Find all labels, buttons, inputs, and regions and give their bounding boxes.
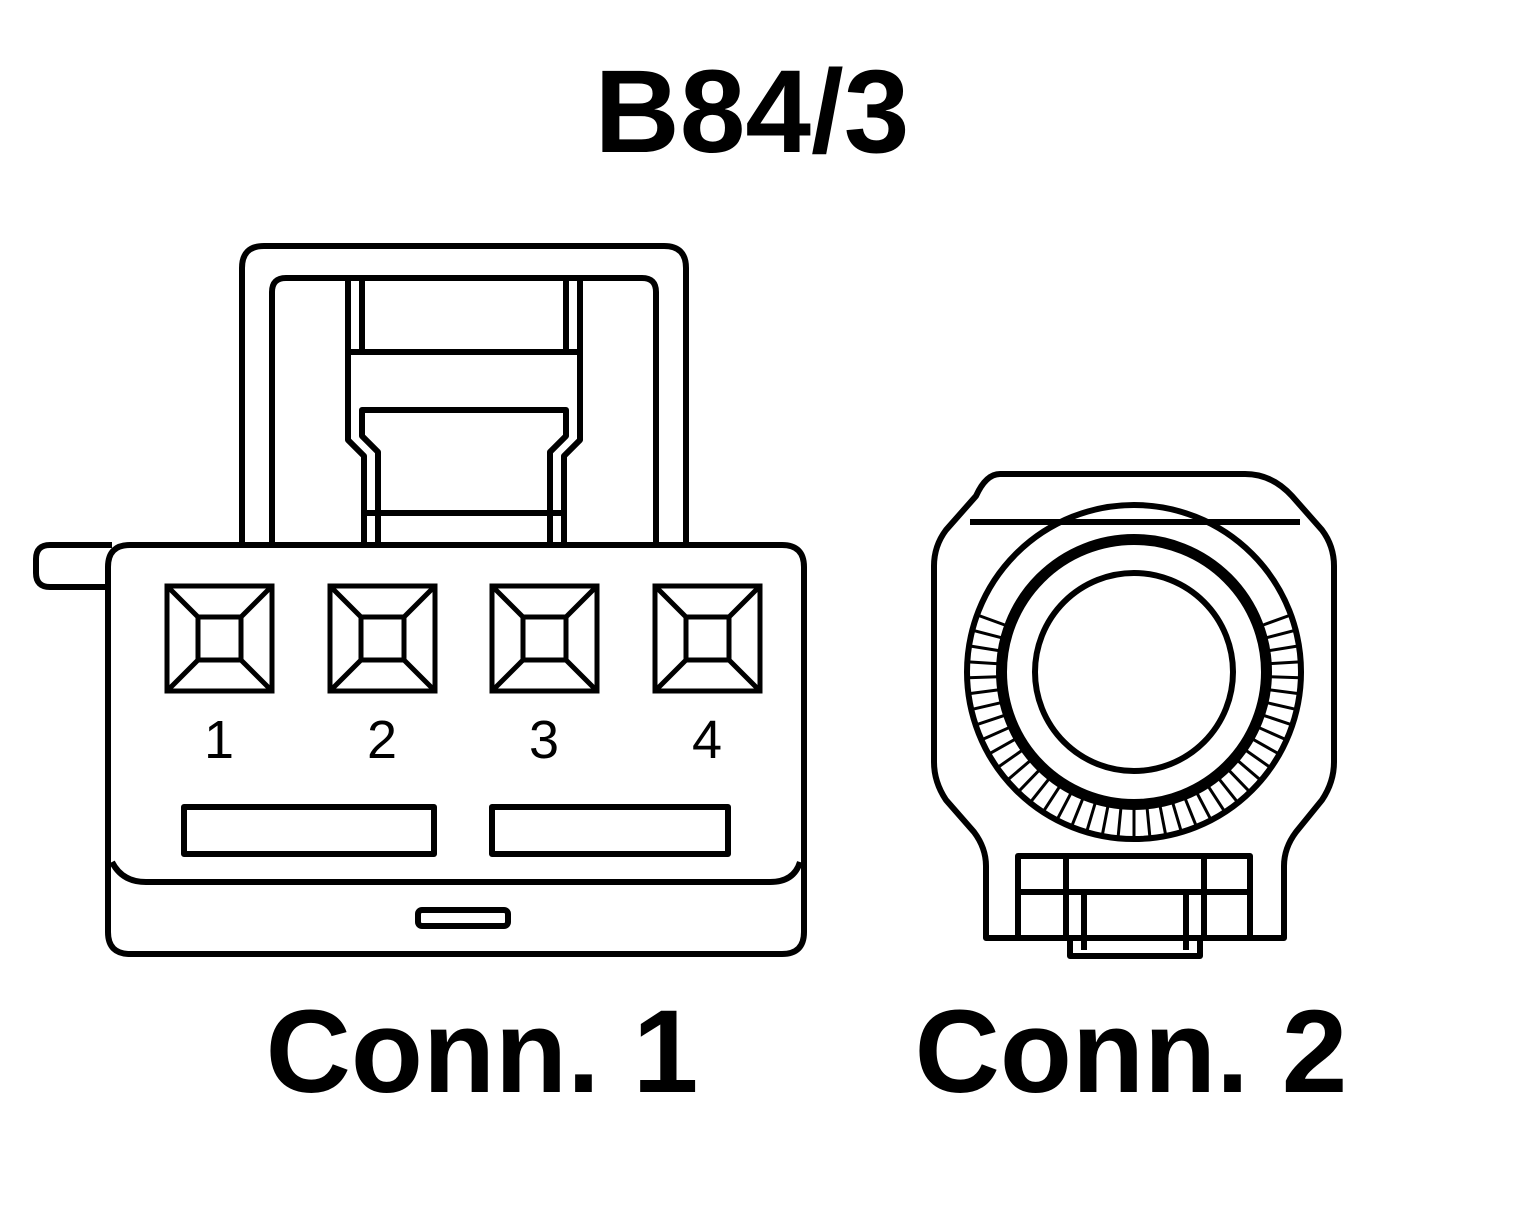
- connector-2-teeth: [968, 613, 1300, 838]
- ring-tooth: [1236, 759, 1262, 781]
- ring-tooth: [968, 675, 999, 680]
- ring-tooth: [1100, 805, 1110, 836]
- connector-2-latch-tab: [1067, 938, 1203, 959]
- pin-label-2: 2: [367, 710, 397, 770]
- ring-tooth: [1261, 613, 1291, 627]
- ring-tooth: [1244, 748, 1271, 769]
- connector-1-bottom-slot: [415, 907, 511, 929]
- connector-2-drawing: [931, 471, 1337, 959]
- ring-tooth: [1262, 713, 1292, 727]
- diagram-title: B84/3: [595, 46, 910, 178]
- ring-tooth: [1266, 701, 1297, 711]
- connector-2-bottom-latch: [1015, 853, 1253, 941]
- ring-tooth: [1183, 797, 1198, 827]
- ring-tooth: [1145, 807, 1152, 838]
- ring-tooth: [1251, 737, 1280, 756]
- ring-tooth: [976, 713, 1006, 727]
- ring-tooth: [968, 660, 999, 666]
- pin-cavity-2: [327, 583, 438, 694]
- ring-tooth: [1042, 785, 1062, 813]
- ring-tooth: [981, 725, 1011, 741]
- connector-1-pins: [164, 583, 763, 694]
- ring-tooth: [1217, 777, 1239, 803]
- connector-1-side-tab: [33, 542, 112, 590]
- connector-2-inner-ring: [1032, 570, 1236, 774]
- ring-tooth: [1206, 785, 1226, 813]
- ring-tooth: [969, 688, 1000, 696]
- connector-1-label: Conn. 1: [266, 986, 699, 1118]
- connector-1-latch-inner: [269, 275, 659, 545]
- ring-tooth: [969, 644, 1000, 653]
- ring-tooth: [1227, 768, 1251, 793]
- pin-label-4: 4: [692, 710, 722, 770]
- ring-tooth: [1195, 791, 1212, 820]
- ring-tooth: [977, 613, 1007, 627]
- ring-tooth: [1085, 801, 1097, 832]
- ring-tooth: [1171, 801, 1183, 832]
- ring-tooth: [997, 748, 1024, 769]
- connector-1-latch-outer: [239, 243, 689, 545]
- connector-1-drawing: [33, 243, 807, 957]
- ring-tooth: [1265, 628, 1296, 640]
- ring-tooth: [1269, 675, 1300, 680]
- connector-1-window-right: [489, 804, 731, 857]
- ring-tooth: [1268, 688, 1299, 696]
- pin-label-3: 3: [529, 710, 559, 770]
- ring-tooth: [1070, 797, 1085, 827]
- ring-tooth: [1017, 768, 1041, 793]
- connector-2-mid-ring: [1001, 539, 1267, 805]
- connector-2-housing: [931, 471, 1337, 941]
- ring-tooth: [1269, 660, 1300, 666]
- ring-tooth: [1158, 805, 1168, 836]
- ring-tooth: [988, 737, 1017, 756]
- ring-tooth: [1006, 759, 1032, 781]
- connector-1-window-left: [181, 804, 437, 857]
- pin-cavity-4: [652, 583, 763, 694]
- pin-cavity-1: [164, 583, 275, 694]
- connector-1-latch-tongue: [345, 278, 583, 545]
- connector-2-teeth-ring: [996, 534, 1272, 810]
- ring-tooth: [972, 628, 1003, 640]
- ring-tooth: [1056, 791, 1073, 820]
- ring-tooth: [1029, 777, 1051, 803]
- connector-2-outer-ring: [964, 502, 1304, 842]
- pin-label-1: 1: [204, 710, 234, 770]
- pin-cavity-3: [489, 583, 600, 694]
- connector-1-body-step: [109, 860, 803, 885]
- ring-tooth: [1268, 644, 1299, 653]
- ring-tooth: [971, 701, 1002, 711]
- connector-2-label: Conn. 2: [915, 986, 1348, 1118]
- ring-tooth: [1116, 807, 1123, 838]
- ring-tooth: [1257, 725, 1287, 741]
